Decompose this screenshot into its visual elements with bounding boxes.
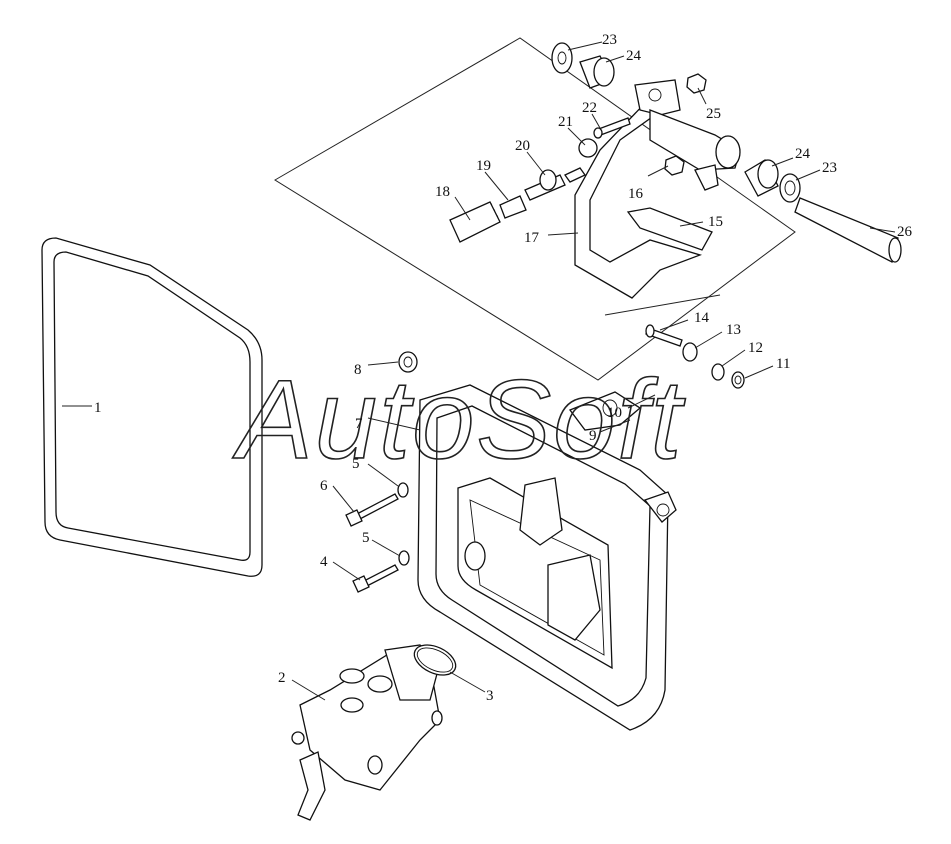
o-ring-part: [413, 644, 457, 676]
watermark: AutoSoft: [232, 357, 686, 482]
bolt-parts: [345, 482, 410, 593]
callout-20: 20: [515, 138, 530, 154]
callout-22: 22: [582, 100, 597, 116]
pedal-hub: [649, 109, 741, 191]
callout-labels: 1 2 3 4 5 5 6 7 8 9 10 11 12 13 14 15 16…: [94, 32, 913, 704]
pushrod-assembly: [449, 117, 631, 243]
callout-5: 5: [352, 456, 360, 472]
callout-25: 25: [706, 106, 721, 122]
callout-23: 23: [822, 160, 837, 176]
callout-4: 4: [320, 554, 328, 570]
callout-19: 19: [476, 158, 491, 174]
shaft-pin: [794, 197, 902, 263]
callout-21: 21: [558, 114, 573, 130]
callout-18: 18: [435, 184, 450, 200]
bushing-right: [744, 159, 801, 203]
callout-24: 24: [795, 146, 811, 162]
callout-26: 26: [897, 224, 913, 240]
nut-part-25: [686, 73, 707, 94]
bushing-top: [551, 42, 615, 89]
callout-10: 10: [607, 405, 622, 421]
callout-17: 17: [524, 230, 540, 246]
callout-12: 12: [748, 340, 763, 356]
callout-5: 5: [362, 530, 370, 546]
callout-2: 2: [278, 670, 286, 686]
callout-15: 15: [708, 214, 723, 230]
housing-plate: [417, 384, 677, 731]
callout-8: 8: [354, 362, 362, 378]
callout-6: 6: [320, 478, 328, 494]
master-cylinder: [291, 644, 443, 821]
gasket-part: [41, 237, 263, 577]
callout-16: 16: [628, 186, 644, 202]
pedal-pad: [626, 207, 713, 251]
callout-9: 9: [589, 428, 597, 444]
callout-1: 1: [94, 400, 102, 416]
assembly-boundary: [274, 37, 796, 381]
washer-part-8: [398, 351, 418, 373]
fastener-parts: [645, 324, 745, 389]
leader-lines: [62, 41, 896, 701]
pedal-arm: [574, 79, 703, 299]
callout-3: 3: [486, 688, 494, 704]
callout-11: 11: [776, 356, 790, 372]
callout-14: 14: [694, 310, 710, 326]
callout-13: 13: [726, 322, 741, 338]
callout-23: 23: [602, 32, 617, 48]
callout-24: 24: [626, 48, 642, 64]
callout-7: 7: [355, 416, 363, 432]
